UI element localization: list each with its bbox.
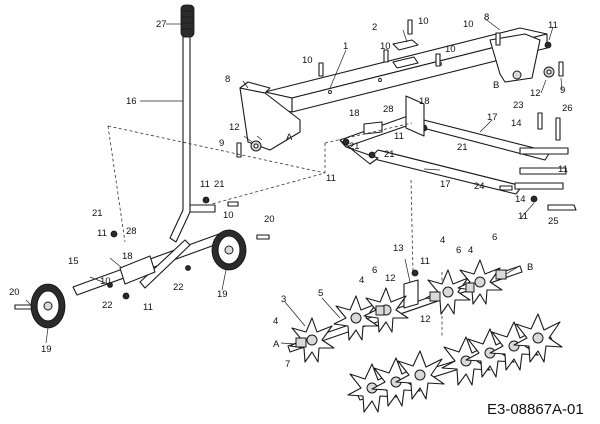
mount-plate xyxy=(392,39,419,51)
connection-markers: A B A B xyxy=(273,80,533,350)
callout-21-c: 21 xyxy=(457,142,468,153)
callout-21-a: 21 xyxy=(349,141,360,152)
callout-17-b: 17 xyxy=(440,179,451,190)
callout-28-b: 28 xyxy=(126,226,137,237)
marker-a-axle: A xyxy=(273,339,280,350)
callout-11-d: 11 xyxy=(558,164,568,175)
drawing-code: E3-08867A-01 xyxy=(487,401,584,418)
callout-24: 24 xyxy=(474,181,485,192)
callout-22-a: 22 xyxy=(173,282,184,293)
callout-27: 27 xyxy=(156,19,167,30)
callout-10-b: 10 xyxy=(302,55,313,66)
callout-6-c: 6 xyxy=(492,232,497,243)
callout-1: 1 xyxy=(343,41,348,52)
callout-11-a: 11 xyxy=(548,20,558,31)
callout-21-d: 21 xyxy=(214,179,225,190)
marker-b-axle: B xyxy=(527,262,533,273)
callout-4-d: 4 xyxy=(273,316,278,327)
wheel-right xyxy=(211,229,247,271)
callout-8-a: 8 xyxy=(484,12,489,23)
callout-25: 25 xyxy=(548,216,559,227)
callout-11-i: 11 xyxy=(420,256,430,267)
callout-10-d: 10 xyxy=(445,44,456,55)
callout-9-a: 9 xyxy=(219,138,224,149)
callout-28-a: 28 xyxy=(383,104,394,115)
callout-15: 15 xyxy=(68,256,79,267)
handle-tube xyxy=(169,36,191,243)
tine-stars-upper xyxy=(289,259,507,363)
side-bracket-left xyxy=(236,81,301,158)
callout-18-c: 18 xyxy=(122,251,133,262)
callout-11-c: 11 xyxy=(326,173,336,184)
marker-a-top: A xyxy=(286,132,293,143)
callout-20-a: 20 xyxy=(264,214,275,225)
handle-grip xyxy=(180,4,195,38)
callout-9-b: 9 xyxy=(560,85,565,96)
tine-stars-lower xyxy=(347,313,563,413)
side-bracket-right xyxy=(489,33,564,83)
callout-12-c: 12 xyxy=(385,273,396,284)
leader-lines xyxy=(25,17,563,345)
assembly-lines xyxy=(107,122,443,336)
callout-21-e: 21 xyxy=(92,208,103,219)
bolts xyxy=(14,19,561,310)
callout-10-e: 10 xyxy=(463,19,474,30)
callout-3: 3 xyxy=(281,294,286,305)
callout-11-b: 11 xyxy=(394,131,404,142)
callout-10-a: 10 xyxy=(418,16,429,27)
callout-numbers: 27 16 1 2 10 10 10 10 10 10 10 8 8 11 11… xyxy=(9,12,573,370)
callout-19-b: 19 xyxy=(41,344,52,355)
callout-2: 2 xyxy=(372,22,377,33)
wheel-left xyxy=(30,283,66,329)
callout-16: 16 xyxy=(126,96,137,107)
callout-13: 13 xyxy=(393,243,404,254)
callout-5: 5 xyxy=(318,288,323,299)
callout-10-g: 10 xyxy=(100,276,111,287)
wheel-frame-plate xyxy=(119,255,156,285)
callout-14-b: 14 xyxy=(515,194,526,205)
callout-6-a: 6 xyxy=(372,265,377,276)
callout-20-b: 20 xyxy=(9,287,20,298)
wheel-frame xyxy=(72,196,235,300)
callout-6-b: 6 xyxy=(456,245,461,256)
callout-17-a: 17 xyxy=(487,112,498,123)
callout-12-b: 12 xyxy=(530,88,541,99)
callout-11-f: 11 xyxy=(200,179,210,190)
callout-22-b: 22 xyxy=(102,300,113,311)
callout-26: 26 xyxy=(562,103,573,114)
bracket-plate-top xyxy=(363,121,383,135)
callout-10-f: 10 xyxy=(223,210,234,221)
callout-10-c: 10 xyxy=(380,41,391,52)
bearing-housing xyxy=(403,279,419,309)
handle-assembly xyxy=(169,4,195,243)
callout-14-a: 14 xyxy=(511,118,522,129)
callout-4-c: 4 xyxy=(468,245,473,256)
callout-7: 7 xyxy=(285,359,290,370)
callout-12-d: 12 xyxy=(420,314,431,325)
callout-23: 23 xyxy=(513,100,524,111)
callout-11-h: 11 xyxy=(143,302,153,313)
callout-18-b: 18 xyxy=(419,96,430,107)
callout-21-b: 21 xyxy=(384,149,395,160)
callout-4-a: 4 xyxy=(359,275,364,286)
callout-11-g: 11 xyxy=(97,228,107,239)
callout-18-a: 18 xyxy=(349,108,360,119)
callout-12-a: 12 xyxy=(229,122,240,133)
callout-11-e: 11 xyxy=(518,211,528,222)
callout-8-b: 8 xyxy=(225,74,230,85)
marker-b-top: B xyxy=(493,80,499,91)
callout-4-b: 4 xyxy=(440,235,445,246)
hitch-pin xyxy=(547,204,577,211)
callout-19-a: 19 xyxy=(217,289,228,300)
